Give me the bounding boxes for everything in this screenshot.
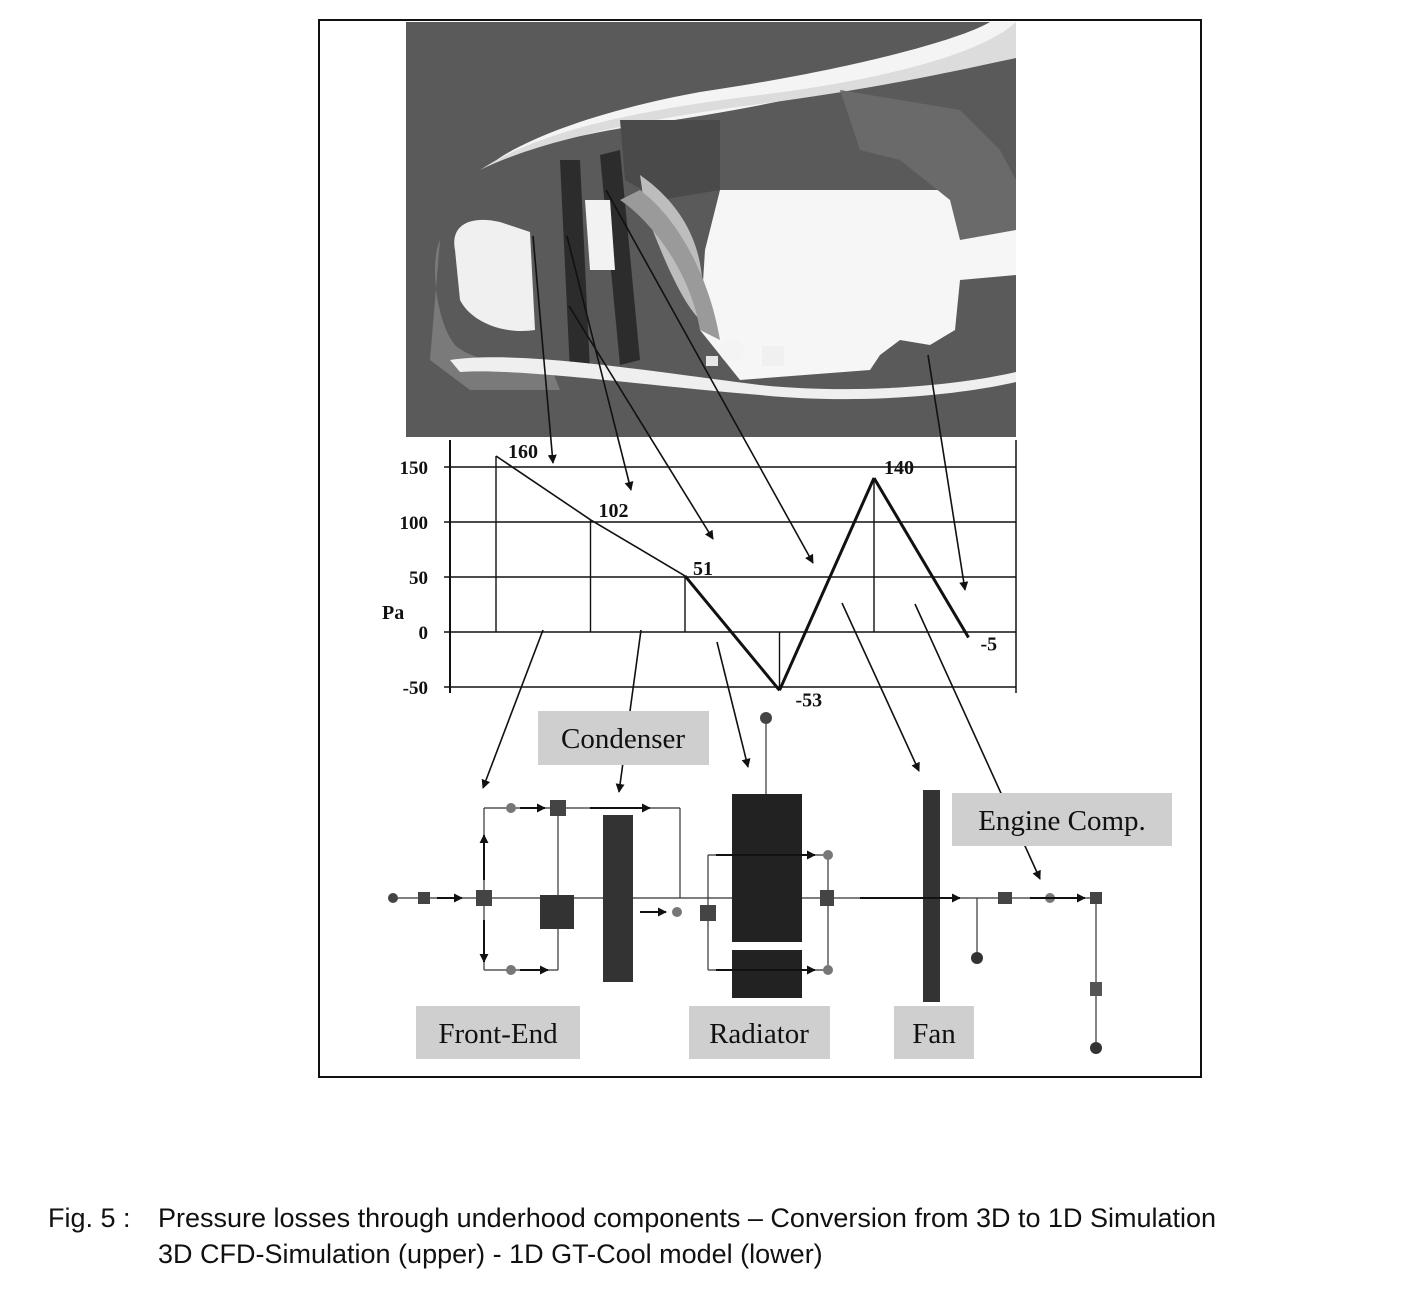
chart-data-labels: 160 102 51 -53 140 -5 (508, 441, 997, 711)
y-tick-label: 100 (400, 513, 429, 534)
data-label: 102 (599, 500, 629, 522)
data-label: 140 (884, 457, 914, 479)
y-axis-ticks: 150 100 50 0 -50 (400, 458, 429, 699)
caption-line-1: Pressure losses through underhood compon… (158, 1203, 1217, 1233)
fan-block (923, 790, 940, 1002)
data-label: -53 (796, 689, 823, 711)
series-segment (590, 519, 686, 577)
chart-series (495, 455, 970, 692)
label-engine-comp: Engine Comp. (952, 793, 1172, 846)
series-segment (495, 455, 591, 521)
series-segment (872, 477, 970, 639)
svg-text:Front-End: Front-End (438, 1018, 558, 1050)
label-fan: Fan (894, 1006, 974, 1059)
gtcool-components (388, 712, 1102, 1054)
radiator-block-lower (732, 950, 802, 998)
data-label: -5 (981, 634, 998, 656)
svg-text:Radiator: Radiator (709, 1018, 809, 1050)
y-tick-label: 150 (400, 458, 429, 479)
cfd-image (406, 22, 1016, 437)
y-tick-label: 50 (409, 568, 428, 589)
figure-caption: Fig. 5 : Pressure losses through underhoo… (48, 1200, 1216, 1272)
y-tick-label: -50 (403, 678, 428, 699)
y-tick-label: 0 (419, 623, 429, 644)
y-axis-label: Pa (382, 602, 404, 624)
mapping-arrows (481, 189, 1041, 880)
pressure-chart: 150 100 50 0 -50 160 102 51 -53 140 -5 Pa (382, 440, 1017, 711)
svg-text:Engine Comp.: Engine Comp. (978, 805, 1146, 837)
label-front-end: Front-End (416, 1006, 580, 1059)
gtcool-flow-arrows (437, 803, 1086, 975)
caption-line-2: 3D CFD-Simulation (upper) - 1D GT-Cool m… (158, 1239, 823, 1269)
figure-frame (318, 19, 1202, 1078)
series-segment (778, 477, 876, 691)
svg-text:Fan: Fan (912, 1018, 956, 1050)
radiator-block-upper (732, 794, 802, 942)
data-label: 160 (508, 441, 538, 463)
label-condenser: Condenser (538, 711, 709, 765)
data-label: 51 (693, 558, 713, 580)
condenser-block (603, 815, 633, 982)
series-segment (683, 574, 781, 692)
caption-prefix: Fig. 5 : (48, 1203, 131, 1233)
label-radiator: Radiator (689, 1006, 830, 1059)
svg-text:Condenser: Condenser (561, 723, 685, 755)
